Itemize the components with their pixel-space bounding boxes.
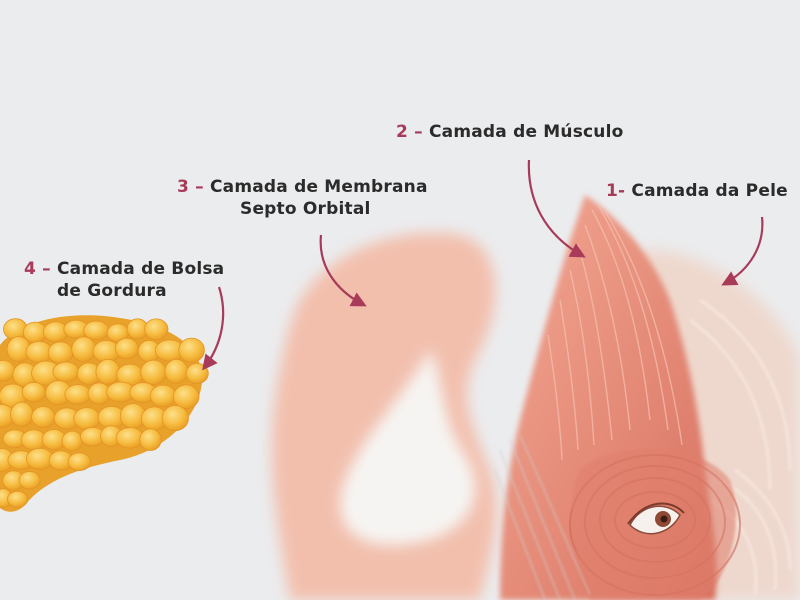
label-camada-gordura: 4 – Camada de Bolsa — [24, 258, 224, 280]
fat-globule — [71, 336, 97, 362]
label-number: 3 – — [177, 177, 204, 197]
fat-globule — [52, 361, 80, 382]
fat-globule — [83, 320, 110, 341]
fat-globule — [114, 337, 139, 360]
fat-globule — [178, 337, 205, 363]
label-text: Camada de Músculo — [428, 122, 624, 142]
label-text: Camada de Membrana — [209, 177, 428, 197]
arrow-musculo — [527, 159, 586, 258]
eye — [627, 502, 685, 535]
fat-globule — [140, 359, 167, 385]
label-text: Camada da Pele — [631, 181, 788, 201]
fat-globule — [139, 428, 162, 451]
fat-globule — [144, 318, 169, 341]
arrow-pele — [721, 216, 764, 286]
fat-globule — [64, 384, 92, 405]
label-text: Camada de Bolsa — [56, 259, 225, 279]
fat-globule — [164, 358, 189, 384]
label-camada-membrana-line2: Septo Orbital — [240, 199, 371, 219]
label-number: 2 – — [396, 122, 423, 142]
fat-globule — [7, 490, 29, 508]
fat-globule — [95, 358, 121, 385]
label-camada-musculo: 2 – Camada de Músculo — [396, 121, 624, 143]
membrane-layer — [271, 232, 497, 600]
fat-globule — [67, 452, 92, 472]
fat-globule — [61, 430, 83, 452]
arrow-membrana — [319, 234, 367, 307]
fat-globule — [149, 384, 177, 408]
label-number: 1- — [606, 181, 626, 201]
label-number: 4 – — [24, 259, 51, 279]
label-camada-gordura-line2: de Gordura — [57, 281, 167, 301]
fat-globule — [21, 381, 47, 403]
arrows — [202, 159, 764, 371]
label-camada-membrana: 3 – Camada de Membrana — [177, 176, 428, 198]
fat-globule — [31, 406, 56, 428]
label-camada-pele: 1- Camada da Pele — [606, 180, 788, 202]
fat-globule — [73, 407, 101, 430]
arrow-gordura — [202, 286, 225, 371]
fat-globule — [18, 471, 41, 490]
fat-layer — [0, 315, 209, 512]
fat-globule — [10, 401, 34, 427]
fat-globule — [161, 405, 189, 432]
fat-globule — [172, 384, 200, 409]
fat-globule — [47, 341, 74, 364]
